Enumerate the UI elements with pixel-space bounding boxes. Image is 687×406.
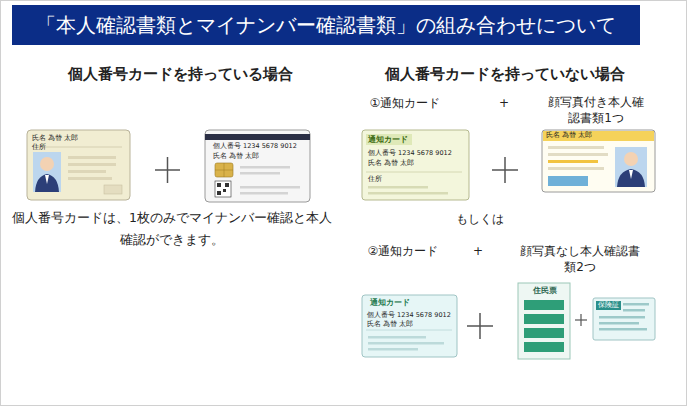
mynumber-card-front: 氏名 為替 太郎住所: [27, 130, 130, 200]
title-band: [12, 5, 640, 45]
mynumber-card-back: [205, 130, 310, 202]
option-label: 顔写真なし本人確認書類2つ: [518, 243, 642, 275]
card-text: 住民票: [533, 287, 557, 295]
or-text: もしくは: [448, 211, 512, 227]
section-heading: 個人番号カードを持っている場合: [20, 64, 340, 84]
plus-sign: [467, 313, 493, 339]
card-text: 氏名 為替 太郎: [546, 132, 592, 139]
notification-card: [362, 130, 469, 200]
plus-sign: [155, 157, 180, 183]
notification-card: 通知カード個人番号 1234 5678 9012 氏名 為替 太郎: [362, 295, 457, 357]
plus-text: +: [468, 243, 488, 259]
card-text: 氏名 為替 太郎: [213, 153, 259, 160]
insurance-card: 保険証: [593, 298, 655, 340]
option-label: 顔写真付き本人確認書類1つ: [544, 94, 648, 126]
card-text: 個人番号 1234 5678 9012: [367, 312, 451, 319]
plus-sign: [575, 314, 587, 326]
card-text: 通知カード: [370, 299, 410, 308]
card-text: 個人番号 1234 5678 9012: [368, 150, 452, 157]
card-text: 住所: [32, 144, 46, 151]
card-text: 保険証: [596, 301, 621, 310]
card-text: 個人番号 1234 5678 9012: [213, 143, 297, 150]
notification-card: 通知カード個人番号 1234 5678 9012 氏名 為替 太郎住所: [362, 130, 469, 200]
title: 「本人確認書類とマイナンバー確認書類」の組み合わせについて: [12, 5, 640, 45]
driver-license: 氏名 為替 太郎: [542, 130, 655, 192]
option-label: ②通知カード: [358, 243, 448, 259]
caption: 個人番号カードは、1枚のみでマイナンバー確認と本人確認ができます。: [12, 207, 332, 251]
card-text: 氏名 為替 太郎: [32, 135, 78, 142]
driver-license: [542, 130, 655, 192]
card-text: 氏名 為替 太郎: [368, 160, 414, 167]
option-label: ①通知カード: [360, 95, 450, 111]
resident-record: [518, 283, 570, 359]
plus-text: +: [494, 95, 514, 111]
section-heading: 個人番号カードを持っていない場合: [355, 64, 655, 84]
card-text: 住所: [368, 176, 382, 183]
card-text: 氏名 為替 太郎: [367, 321, 413, 328]
mynumber-card-back: 個人番号 1234 5678 9012 氏名 為替 太郎: [205, 130, 310, 202]
card-text: 通知カード: [368, 136, 408, 145]
insurance-card: [593, 298, 655, 340]
plus-sign: [492, 157, 518, 183]
resident-record: 住民票: [518, 283, 570, 359]
notification-card: [362, 295, 457, 357]
mynumber-card-front: [27, 130, 130, 200]
